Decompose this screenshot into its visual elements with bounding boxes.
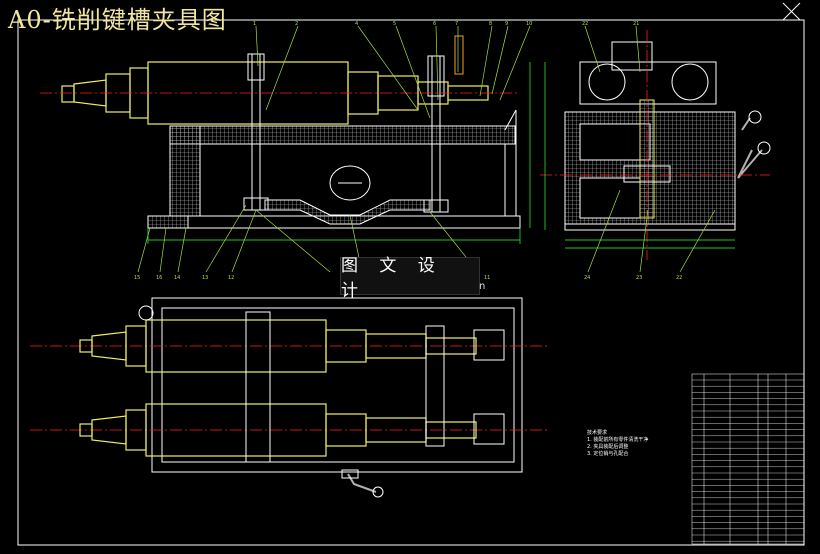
side-cavity [579, 123, 651, 161]
note-line: 2. 夹具装配后调整 [587, 444, 629, 450]
drawing-border [17, 19, 805, 546]
balloon-12: 12 [228, 275, 234, 281]
corner-mark [782, 2, 801, 21]
balloon-22b: 22 [676, 275, 682, 281]
support-plate [264, 199, 431, 225]
note-line: 1. 装配前所有零件清洗干净 [587, 437, 649, 443]
parts-list-table [691, 373, 805, 545]
drawing-title: A0-铣削键槽夹具图 [8, 6, 227, 34]
balloon-1: 1 [253, 21, 256, 27]
watermark-suffix: n [479, 281, 486, 292]
balloon-22: 22 [582, 21, 588, 27]
fixture-leg-hatch [169, 125, 201, 217]
balloon-13: 13 [202, 275, 208, 281]
side-leader-lines [584, 25, 716, 273]
side-view [540, 25, 771, 273]
end-stop-lower [473, 413, 505, 445]
watermark-badge: 图 文 设 计 [340, 256, 480, 301]
top-base-outline [151, 297, 523, 473]
clamp-bar-right [425, 325, 445, 447]
fixture-body-hatch [169, 125, 516, 145]
side-handle [737, 117, 763, 179]
balloon-7: 7 [455, 21, 458, 27]
balloon-21: 21 [633, 21, 639, 27]
balloon-11: 11 [484, 275, 490, 281]
frame-profile [199, 109, 517, 216]
shaft-top-upper [79, 319, 477, 373]
balloon-9: 9 [505, 21, 508, 27]
balloon-8: 8 [489, 21, 492, 27]
balloon-16: 16 [156, 275, 162, 281]
parts-table-rows [692, 379, 804, 542]
eccentric-cam [329, 165, 371, 201]
top-inner-outline [161, 307, 515, 463]
notes-heading: 技术要求 [587, 430, 608, 436]
top-knob [138, 305, 154, 321]
handle-knob-lower [757, 141, 771, 155]
clamp-screw-left [243, 53, 269, 211]
side-cavity-lower [579, 177, 641, 219]
side-upper-block [579, 61, 717, 105]
balloon-14: 14 [174, 275, 180, 281]
balloon-5: 5 [393, 21, 396, 27]
top-handle [347, 473, 377, 493]
clamp-screw-right [423, 55, 449, 213]
cutter [454, 35, 464, 75]
balloon-4: 4 [355, 21, 358, 27]
technical-notes: 技术要求 1. 装配前所有零件清洗干净 2. 夹具装配后调整 3. 定位销与孔配… [587, 430, 648, 458]
front-view [40, 25, 531, 273]
balloon-2: 2 [295, 21, 298, 27]
workpiece-section-left [588, 63, 626, 101]
side-top-block [611, 41, 653, 71]
base-foot [147, 215, 189, 229]
note-line: 3. 定位销与孔配合 [587, 451, 629, 457]
top-handle-knob [372, 486, 384, 498]
clamp-bar-left [245, 311, 271, 463]
balloon-6: 6 [433, 21, 436, 27]
balloon-15: 15 [134, 275, 140, 281]
top-handle-boss [341, 469, 359, 479]
balloon-10: 10 [526, 21, 532, 27]
workpiece-section-right [671, 63, 709, 101]
balloon-23: 23 [636, 275, 642, 281]
balloon-24: 24 [584, 275, 590, 281]
top-view [30, 297, 550, 498]
side-base [564, 223, 736, 231]
handle-knob-upper [748, 110, 762, 124]
end-stop-upper [473, 329, 505, 361]
side-dimension-lines [544, 62, 735, 249]
leader-lines [137, 25, 531, 273]
